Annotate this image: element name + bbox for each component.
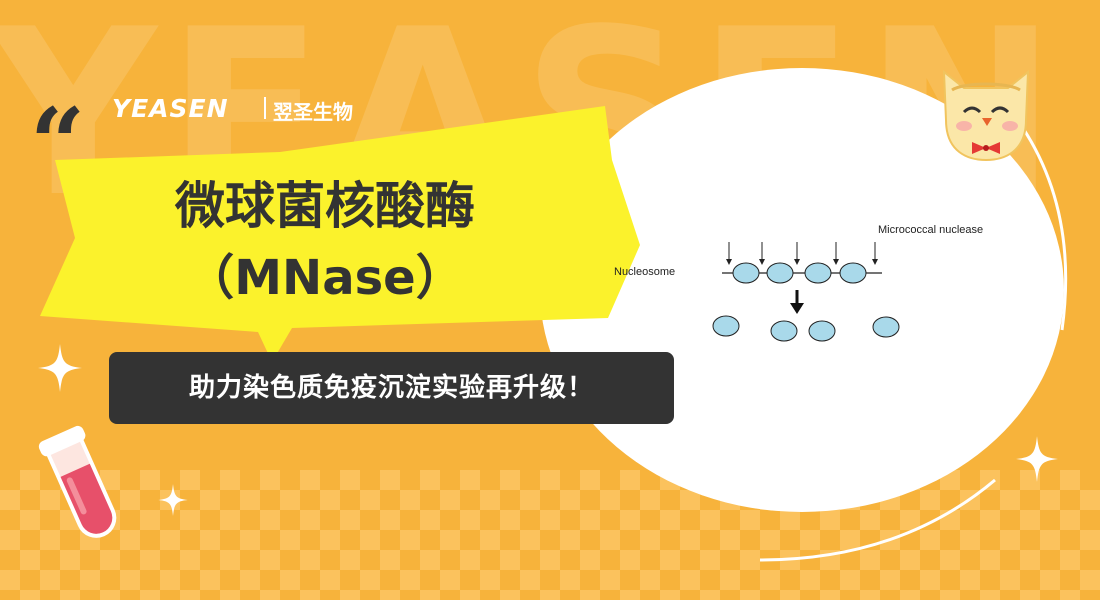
free-nucleosome — [712, 315, 740, 337]
free-nucleosome — [808, 320, 836, 342]
owl-mascot-icon — [942, 69, 1030, 162]
nucleosome-label: Nucleosome — [614, 266, 676, 278]
checker-pattern — [0, 470, 1100, 600]
enzyme-label: Micrococcal nuclease — [878, 224, 984, 236]
test-tube-icon — [38, 425, 117, 538]
logo-separator — [264, 97, 266, 119]
free-nucleosome — [872, 316, 900, 338]
quote-icon: “ — [30, 87, 86, 200]
nucleosome — [839, 262, 867, 284]
sparkle-icon — [1016, 436, 1058, 482]
sparkle-icon — [158, 484, 188, 516]
free-nucleosome — [770, 320, 798, 342]
nucleosome — [804, 262, 832, 284]
subtitle-text: 助力染色质免疫沉淀实验再升级！ — [188, 373, 594, 403]
nucleosome — [732, 262, 760, 284]
brand-chinese-name: 翌圣生物 — [273, 100, 353, 124]
page-title-line2: （MNase） — [186, 250, 464, 306]
sparkle-icon — [38, 344, 82, 392]
brand-logo: YEASEN — [112, 94, 229, 123]
nucleosome — [766, 262, 794, 284]
page-title-line1: 微球菌核酸酶 — [175, 177, 475, 235]
subtitle-bar — [109, 352, 674, 424]
